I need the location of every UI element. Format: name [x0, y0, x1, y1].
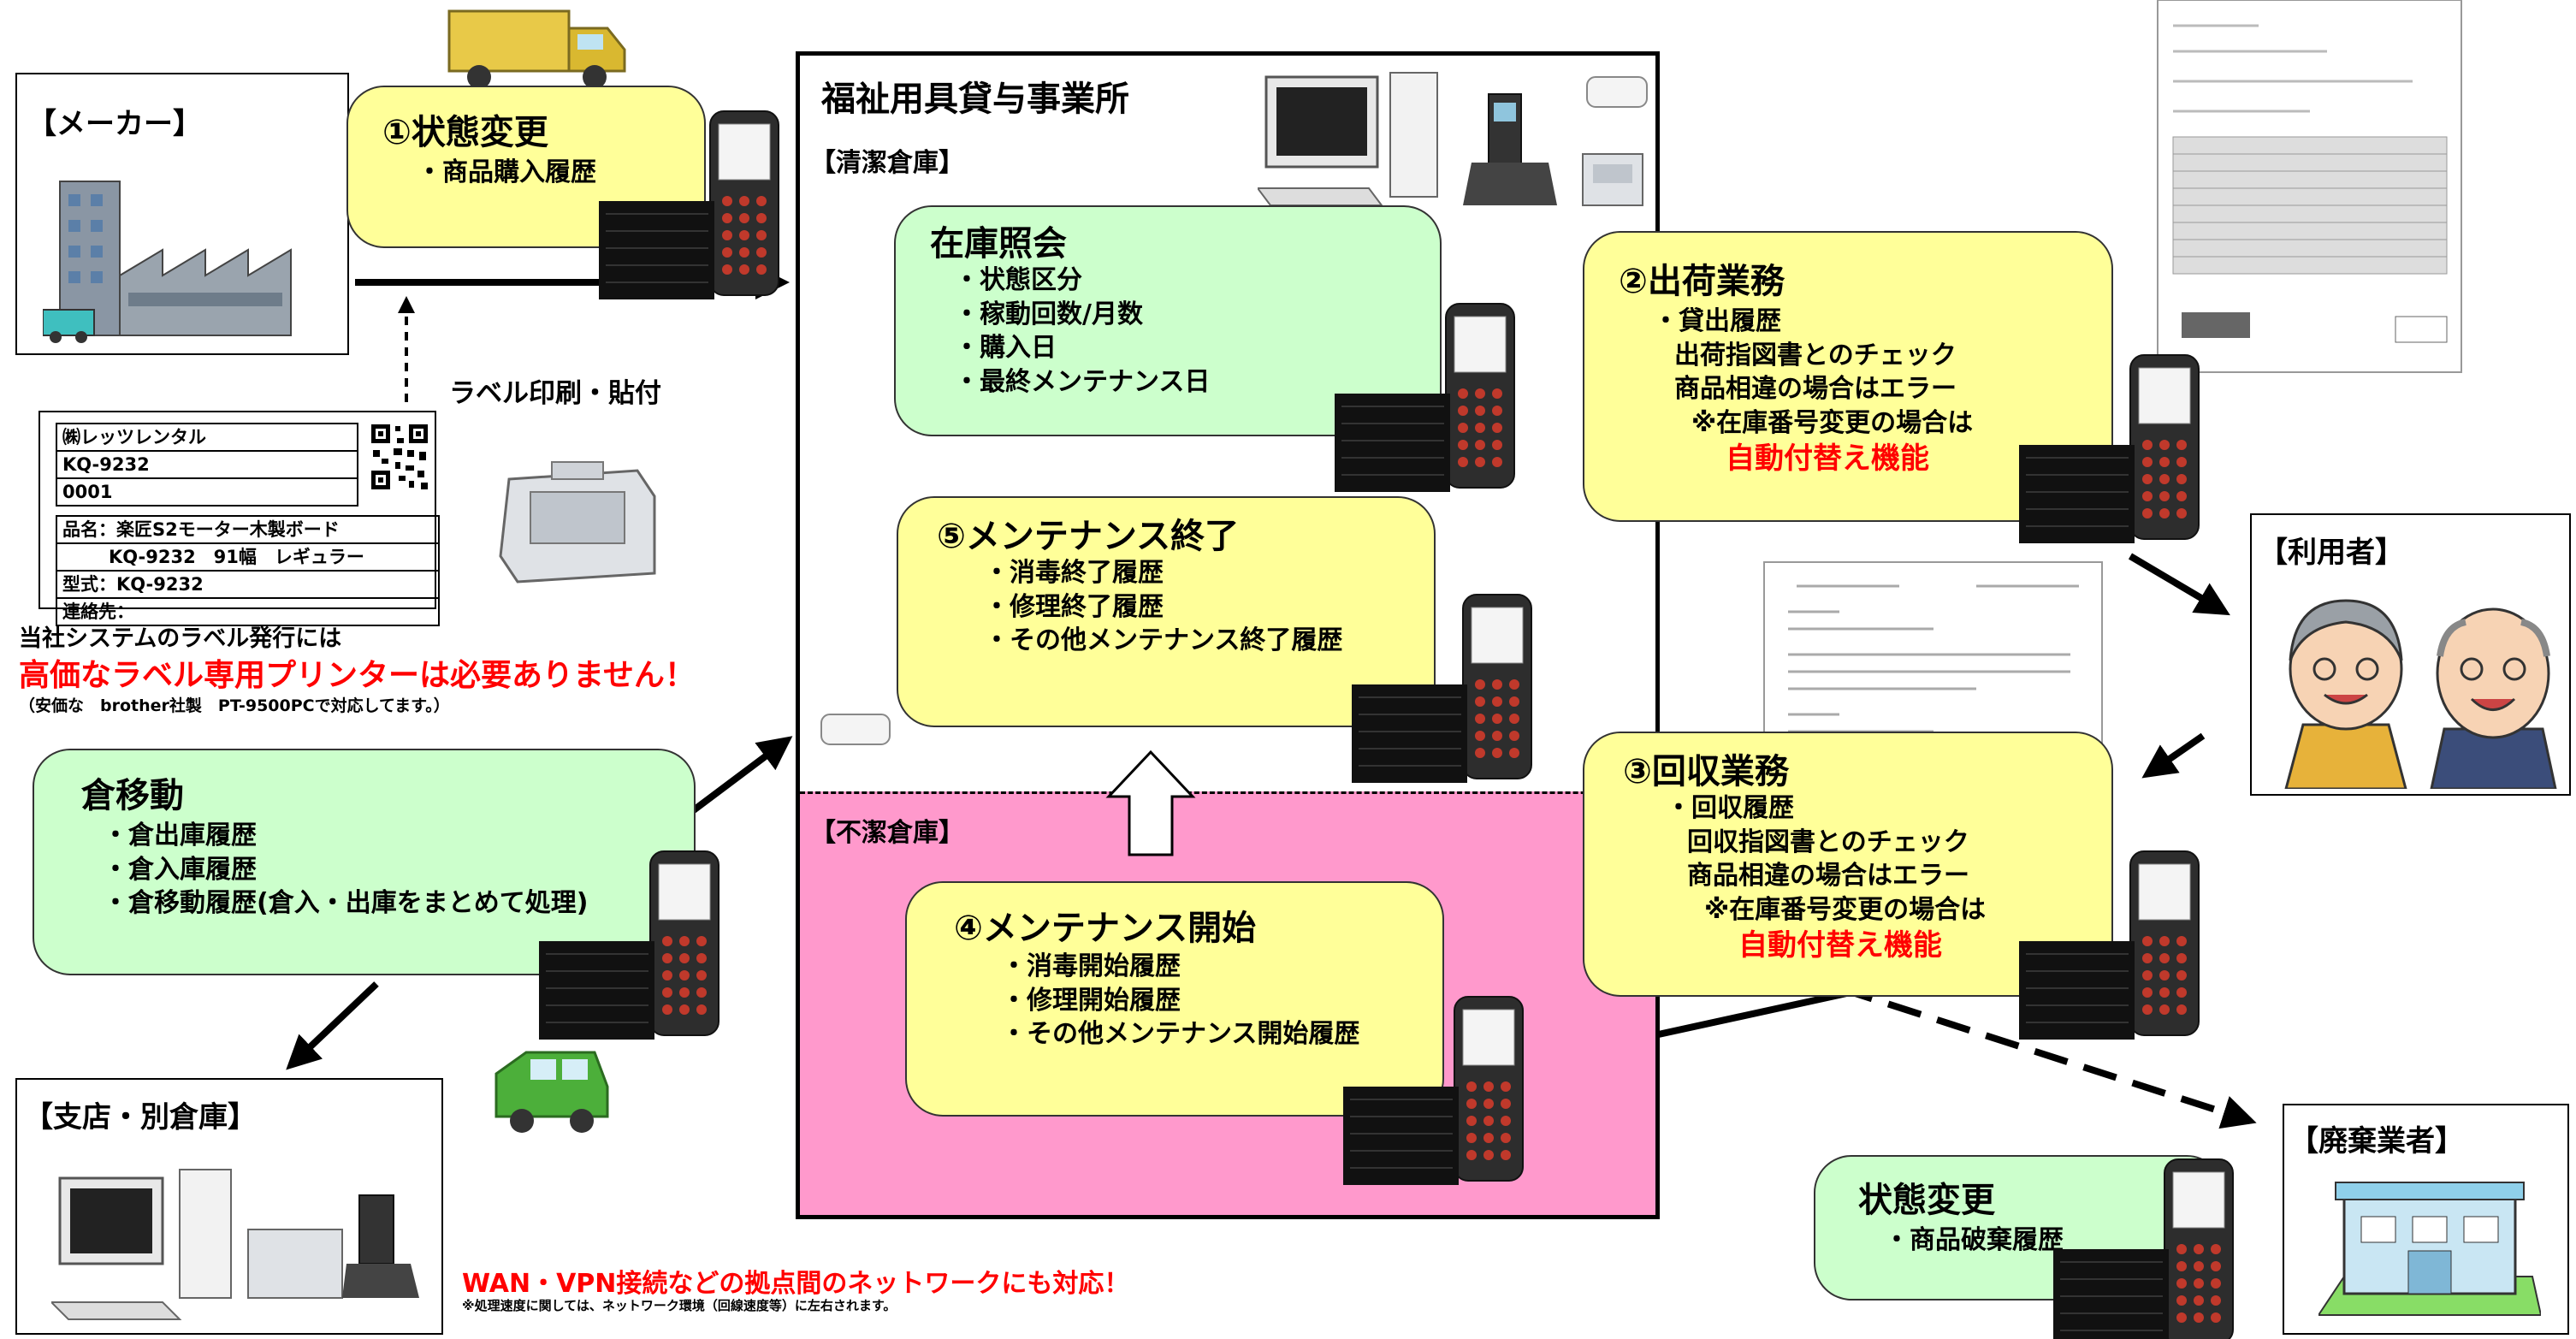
- label-printer-icon: [499, 461, 656, 584]
- handheld-terminal-icon: [599, 107, 796, 304]
- maintenance-end-item: ・その他メンテナンス終了履歴: [984, 625, 1343, 656]
- facility-title: 福祉用具貸与事業所: [821, 80, 1129, 119]
- note-wan-sub: ※処理速度に関しては、ネットワーク環境（回線速度等）に左右されます。: [462, 1298, 897, 1313]
- warehouse-move-item: ・倉移動履歴(倉入・出庫をまとめて処理): [103, 888, 589, 919]
- inventory-item: ・最終メンテナンス日: [954, 366, 1211, 397]
- return-document-icon: [1763, 561, 2103, 755]
- arrow-move-to-branch: [286, 981, 379, 1070]
- van-icon: [494, 1051, 609, 1133]
- maintenance-end-title: ⑤メンテナンス終了: [937, 517, 1240, 556]
- base-phone-icon: [1463, 93, 1557, 205]
- maintenance-start-item: ・修理開始履歴: [1001, 985, 1181, 1016]
- inventory-title: 在庫照会: [930, 224, 1067, 264]
- truck-icon: [447, 9, 626, 89]
- arrow-shipping-to-user: [2128, 553, 2230, 616]
- maker-label: 【メーカー】: [27, 107, 202, 141]
- maintenance-start-item: ・その他メンテナンス開始履歴: [1001, 1019, 1360, 1050]
- collection-highlight: 自動付替え機能: [1738, 928, 1942, 963]
- label-serial: 0001: [62, 482, 113, 502]
- branch-label: 【支店・別倉庫】: [24, 1100, 257, 1135]
- handheld-terminal-icon: [2053, 1155, 2250, 1339]
- shipping-item: ・貸出履歴: [1653, 306, 1781, 336]
- maker-box: 【メーカー】: [15, 73, 349, 355]
- handheld-terminal-icon: [1352, 590, 1549, 787]
- shipping-item: 商品相違の場合はエラー: [1674, 374, 1957, 405]
- warehouse-move-title: 倉移動: [81, 776, 184, 815]
- maintenance-start-item: ・消毒開始履歴: [1001, 951, 1181, 981]
- shipping-item: 出荷指図書とのチェック: [1674, 340, 1957, 370]
- inventory-item: ・状態区分: [954, 265, 1082, 295]
- state-change-item: ・商品購入履歴: [417, 157, 596, 187]
- maintenance-end-item: ・修理終了履歴: [984, 591, 1164, 622]
- disposal-state-title: 状態変更: [1858, 1181, 1995, 1220]
- handheld-terminal-icon: [1335, 299, 1531, 496]
- disposal-label: 【廃棄業者】: [2289, 1124, 2464, 1158]
- user-box: 【利用者】: [2250, 513, 2571, 796]
- qr-code-icon: [370, 423, 429, 491]
- note-wan: WAN・VPN接続などの拠点間のネットワークにも対応！: [462, 1269, 1130, 1299]
- label-contact: 連絡先：: [62, 601, 134, 622]
- arrow-collection-to-disposal: [1838, 985, 2257, 1129]
- collection-title: ③回収業務: [1623, 752, 1789, 791]
- label-type: 型式：KQ-9232: [57, 572, 438, 599]
- state-change-title: ①状態変更: [382, 113, 548, 152]
- printer-icon: [1582, 153, 1643, 206]
- arrow-user-to-collection: [2141, 732, 2206, 779]
- maintenance-end-card: ⑤メンテナンス終了 ・消毒終了履歴 ・修理終了履歴 ・その他メンテナンス終了履歴: [897, 496, 1436, 727]
- office-equipment-icon: [51, 1169, 419, 1320]
- disposal-state-item: ・商品破棄履歴: [1884, 1225, 2064, 1255]
- label-model: KQ-9232: [57, 452, 357, 479]
- shipping-document-icon: [2157, 0, 2462, 373]
- handheld-terminal-icon: [2019, 351, 2216, 548]
- router-icon: [820, 714, 891, 745]
- maintenance-start-title: ④メンテナンス開始: [954, 909, 1257, 948]
- branch-box: 【支店・別倉庫】: [15, 1078, 443, 1335]
- up-arrow-icon: [1105, 749, 1196, 856]
- state-change-card: ①状態変更 ・商品購入履歴: [346, 86, 706, 248]
- collection-item: ※在庫番号変更の場合は: [1704, 894, 1987, 925]
- collection-item: 回収指図書とのチェック: [1687, 827, 1969, 857]
- handheld-terminal-icon: [1343, 992, 1540, 1189]
- maintenance-end-item: ・消毒終了履歴: [984, 558, 1164, 588]
- note-label-line1: 当社システムのラベル発行には: [19, 625, 342, 652]
- handheld-terminal-icon: [539, 847, 736, 1044]
- label-print-caption: ラベル印刷・貼付: [449, 378, 661, 409]
- arrow-move-to-facility: [682, 736, 793, 821]
- shipping-item: ※在庫番号変更の場合は: [1691, 407, 1974, 438]
- warehouse-move-item: ・倉出庫履歴: [103, 821, 257, 850]
- shipping-highlight: 自動付替え機能: [1726, 441, 1929, 477]
- warehouse-move-item: ・倉入庫履歴: [103, 854, 257, 885]
- note-label-line3: （安価な brother社製 PT-9500PCで対応してます。）: [19, 696, 450, 715]
- maintenance-start-card: ④メンテナンス開始 ・消毒開始履歴 ・修理開始履歴 ・その他メンテナンス開始履歴: [905, 881, 1444, 1117]
- shipping-title: ②出荷業務: [1619, 262, 1785, 301]
- factory-icon: [43, 181, 292, 343]
- label-product-spec: KQ-9232 91幅 レギュラー: [57, 544, 438, 572]
- inventory-item: ・稼動回数/月数: [954, 299, 1143, 329]
- inventory-item: ・購入日: [954, 333, 1057, 364]
- label-sample: ㈱レッツレンタル KQ-9232 0001 品名：楽匠S2モーター木製ボード K…: [38, 411, 440, 626]
- router-icon: [1586, 76, 1648, 108]
- handheld-terminal-icon: [2019, 847, 2216, 1044]
- disposal-box: 【廃棄業者】: [2283, 1104, 2569, 1335]
- label-company: ㈱レッツレンタル: [57, 424, 357, 452]
- collection-item: 商品相違の場合はエラー: [1687, 861, 1969, 892]
- clean-warehouse-label: 【清潔倉庫】: [810, 148, 964, 178]
- dirty-warehouse-label: 【不潔倉庫】: [810, 818, 964, 848]
- desktop-pc-icon: [1258, 72, 1438, 206]
- building-icon: [2318, 1182, 2541, 1316]
- user-label: 【利用者】: [2259, 536, 2404, 570]
- elderly-couple-icon: [2284, 599, 2557, 789]
- label-product-name: 品名：楽匠S2モーター木製ボード: [57, 517, 438, 544]
- note-label-line2: 高価なラベル専用プリンターは必要ありません！: [19, 658, 696, 693]
- collection-item: ・回収履歴: [1666, 793, 1794, 823]
- warehouse-move-card: 倉移動 ・倉出庫履歴 ・倉入庫履歴 ・倉移動履歴(倉入・出庫をまとめて処理): [33, 749, 696, 975]
